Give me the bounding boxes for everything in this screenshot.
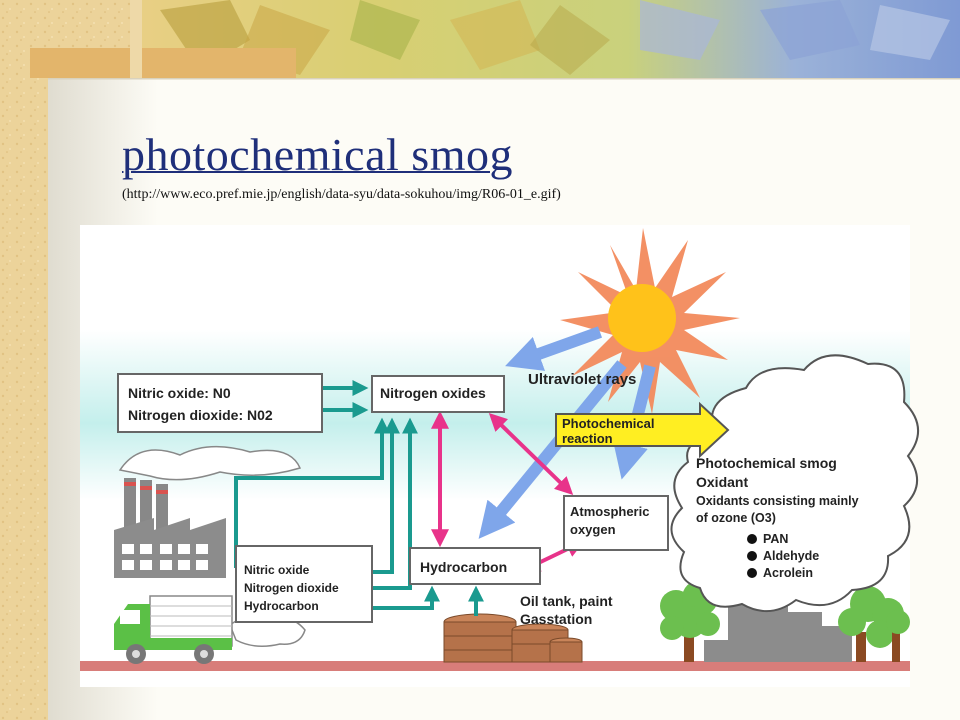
tree-icon bbox=[886, 610, 910, 662]
svg-text:Hydrocarbon: Hydrocarbon bbox=[420, 559, 507, 575]
tree-icon bbox=[660, 580, 720, 662]
ground bbox=[80, 661, 910, 671]
smog-description: Oxidants consisting mainly of ozone (O3) bbox=[696, 494, 862, 525]
smog-cloud bbox=[670, 354, 920, 612]
box-hydrocarbon: Hydrocarbon bbox=[409, 547, 541, 585]
factory-icon bbox=[114, 445, 302, 578]
slide-title[interactable]: photochemical smog bbox=[122, 129, 513, 180]
svg-text:Nitric oxide: N0 Nitro: Nitric oxide: N0 Nitrogen dioxide: N02 bbox=[128, 385, 273, 423]
smog-item-aldehyde: Aldehyde bbox=[763, 549, 819, 563]
oil-tank-icon bbox=[443, 613, 583, 663]
sun-icon bbox=[560, 228, 740, 414]
box-nitrogen-oxides: Nitrogen oxides bbox=[371, 375, 505, 413]
box-atmospheric-oxygen: Atmospheric oxygen bbox=[563, 495, 669, 551]
svg-text:Nitric oxide Nitrogen: Nitric oxide Nitrogen dioxide Hydrocarbo… bbox=[244, 563, 342, 613]
svg-text:Nitrogen oxides: Nitrogen oxides bbox=[380, 385, 486, 401]
smog-item-pan: PAN bbox=[763, 532, 788, 546]
tree-icon bbox=[838, 586, 904, 662]
smog-heading: Photochemical smog Oxidant bbox=[696, 455, 841, 490]
box-photochemical-reaction: Photochemical reaction bbox=[555, 401, 730, 459]
oil-tank-label: Oil tank, paint Gasstation bbox=[520, 593, 616, 627]
smog-item-acrolein: Acrolein bbox=[763, 566, 813, 580]
svg-text:Atmospheric oxygen: Atmospheric oxygen bbox=[570, 504, 653, 537]
teal-arrows bbox=[234, 380, 484, 616]
truck-icon bbox=[114, 595, 306, 664]
uv-label: Ultraviolet rays bbox=[528, 371, 636, 388]
svg-text:Photochemical reaction: Photochemical reaction bbox=[562, 416, 658, 446]
box-vehicle-emissions: Nitric oxide Nitrogen dioxide Hydrocarbo… bbox=[235, 545, 373, 623]
source-url: (http://www.eco.pref.mie.jp/english/data… bbox=[122, 187, 561, 202]
box-sources: Nitric oxide: N0 Nitrogen dioxide: N02 bbox=[117, 373, 323, 433]
